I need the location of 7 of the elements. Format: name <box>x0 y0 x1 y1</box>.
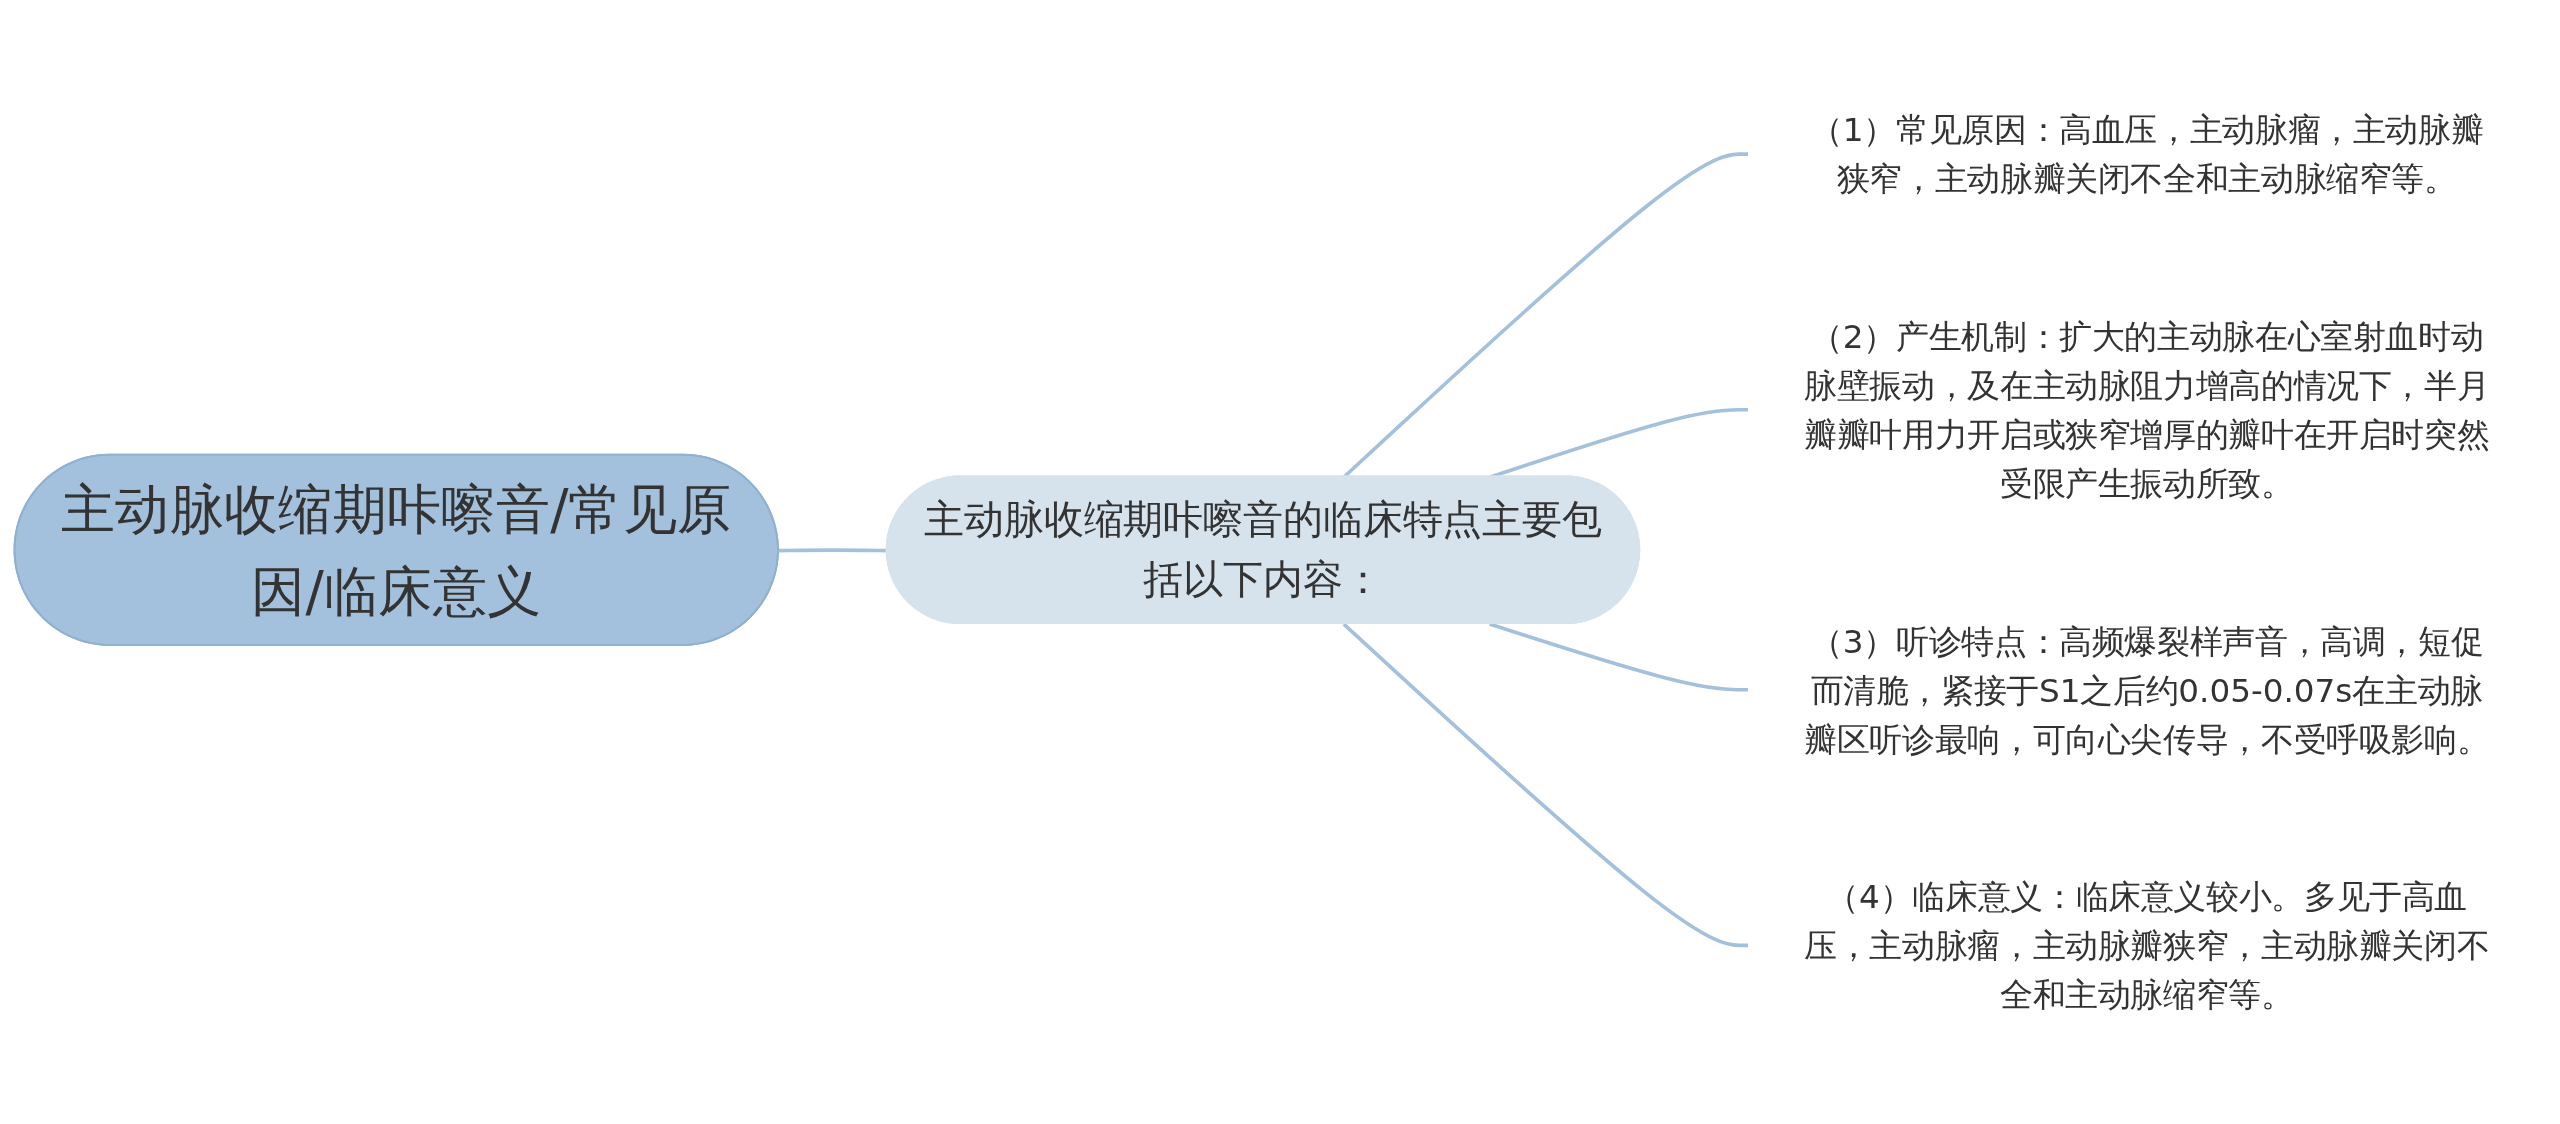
connector <box>1342 622 1748 948</box>
node-text: （4）临床意义：临床意义较小。多见于高血压，主动脉瘤，主动脉瓣狭窄，主动脉瓣关闭不全和主动脉缩窄等。 <box>1804 877 2490 1014</box>
node-text: （2）产生机制：扩大的主动脉在心室射血时动脉壁振动，及在主动脉阻力增高的情况下，半月瓣瓣叶用力开启或狭窄增厚的瓣叶在开启时突然受限产生振动所致。 <box>1804 317 2490 503</box>
connector <box>1489 622 1748 692</box>
node-text: （3）听诊特点：高频爆裂样声音，高调，短促而清脆，紧接于S1之后约0.05-0.07s在主动脉瓣区听诊最响，可向心尖传导，不受呼吸影响。 <box>1804 621 2490 758</box>
node-text: （1）常见原因：高血压，主动脉瘤，主动脉瓣狭窄，主动脉瓣关闭不全和主动脉缩窄等。 <box>1810 110 2484 198</box>
connector <box>778 548 888 553</box>
